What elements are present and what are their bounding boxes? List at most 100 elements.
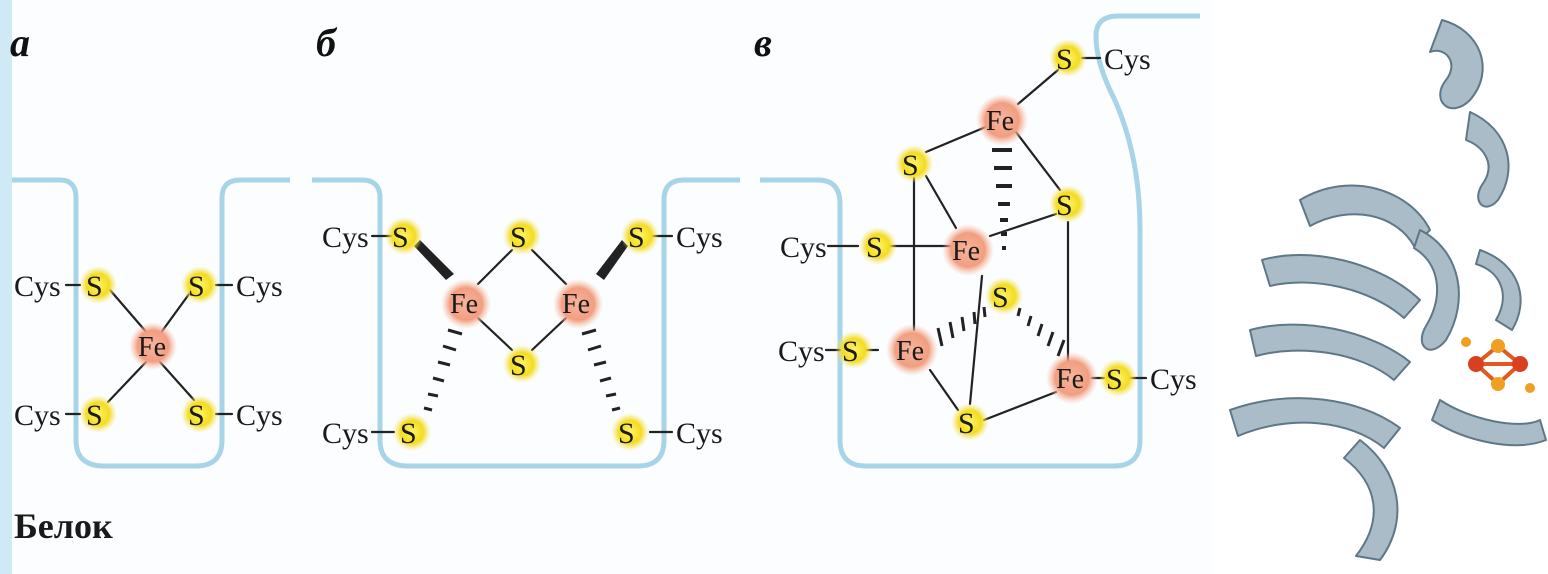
panel-letter-b: б — [316, 20, 338, 65]
sulfur-atom — [835, 331, 873, 369]
fe-label: Fe — [138, 332, 166, 363]
cys-label: Cys — [14, 270, 61, 303]
ribbon-helix — [1429, 19, 1484, 110]
sulfur-atom — [79, 395, 117, 433]
iron-atom — [553, 279, 603, 329]
s-label: S — [958, 407, 975, 440]
fe-label: Fe — [952, 236, 980, 267]
s-label: S — [1056, 189, 1073, 222]
fe-label: Fe — [1056, 364, 1084, 395]
cluster-sulfur — [1491, 377, 1505, 391]
cluster-sulfur — [1461, 337, 1471, 347]
s-label: S — [510, 221, 527, 254]
iron-atom — [1046, 352, 1098, 404]
pocket-a — [12, 177, 290, 469]
s-label: S — [618, 417, 635, 450]
iron-atom — [942, 224, 994, 276]
cys-label: Cys — [780, 231, 827, 264]
bond — [928, 368, 960, 412]
iron-atom — [886, 324, 938, 376]
cys-label: Cys — [236, 270, 283, 303]
fe-label: Fe — [896, 336, 924, 367]
sulfur-atom — [621, 217, 659, 255]
cys-label: Cys — [236, 399, 283, 432]
bond — [530, 248, 568, 286]
cys-label: Cys — [322, 221, 369, 254]
iron-atom — [441, 279, 491, 329]
s-label: S — [400, 417, 417, 450]
fe-label: Fe — [450, 289, 478, 320]
s-label: S — [392, 221, 409, 254]
wedge-bond — [414, 240, 454, 280]
hash-bond-right — [1016, 307, 1066, 357]
sulfur-atom — [181, 395, 219, 433]
sulfur-atom — [181, 266, 219, 304]
s-label: S — [86, 270, 103, 303]
ribbon-strand — [1229, 397, 1401, 449]
sulfur-atom — [611, 413, 649, 451]
sulfur-atom — [503, 217, 541, 255]
cys-label: Cys — [676, 221, 723, 254]
iron-sulfur-cluster — [1461, 337, 1535, 393]
ribbon-loop — [1431, 399, 1547, 447]
sulfur-atom — [79, 266, 117, 304]
sulfur-atom — [951, 403, 989, 441]
sulfur-atom — [1049, 185, 1087, 223]
left-strip — [0, 0, 12, 574]
s-label: S — [866, 231, 883, 264]
hash-bond-right — [581, 328, 621, 412]
s-label: S — [1106, 363, 1123, 396]
bond — [924, 174, 958, 230]
s-label: S — [992, 281, 1009, 314]
s-label: S — [1056, 43, 1073, 76]
hash-bond-left — [423, 328, 463, 412]
bond — [1014, 130, 1062, 192]
sulfur-atom — [503, 345, 541, 383]
cys-label: Cys — [322, 417, 369, 450]
panel-letter-a: а — [10, 20, 30, 65]
protein-ribbon-image — [1212, 0, 1548, 574]
panel-letter-c: в — [754, 20, 772, 65]
sulfur-atom — [1099, 359, 1137, 397]
cys-label: Cys — [1104, 43, 1151, 76]
cluster-sulfur — [1491, 339, 1505, 353]
ribbon-strand — [1261, 254, 1421, 319]
sulfur-atom — [1049, 39, 1087, 77]
hash-bond-left — [936, 306, 987, 347]
cluster-iron — [1468, 356, 1484, 372]
s-label: S — [188, 399, 205, 432]
s-label: S — [902, 149, 919, 182]
ribbon-helix — [1465, 111, 1510, 208]
sulfur-atom — [385, 217, 423, 255]
bond — [530, 316, 568, 352]
bond — [476, 316, 514, 352]
panel-a-structure: Cys S S Cys Fe Cys S S Cys Белок — [14, 266, 283, 546]
cys-label: Cys — [1150, 363, 1197, 396]
cluster-iron — [1512, 356, 1528, 372]
ribbon-helix — [1413, 229, 1460, 351]
s-label: S — [510, 349, 527, 382]
sulfur-atom — [895, 145, 933, 183]
cys-label: Cys — [676, 417, 723, 450]
ribbon-strand — [1343, 439, 1399, 561]
ribbon-helix — [1475, 249, 1522, 331]
wedge-bond — [596, 240, 628, 280]
s-label: S — [842, 335, 859, 368]
bond — [1016, 68, 1060, 106]
iron-atom — [129, 322, 177, 370]
sulfur-atom — [393, 413, 431, 451]
bond — [476, 248, 514, 286]
protein-caption: Белок — [14, 506, 113, 546]
s-label: S — [628, 221, 645, 254]
fe-label: Fe — [986, 106, 1014, 137]
sulfur-atom — [859, 227, 897, 265]
s-label: S — [188, 270, 205, 303]
iron-atom — [976, 94, 1028, 146]
bond — [982, 390, 1058, 422]
cys-label: Cys — [778, 335, 825, 368]
bond — [158, 360, 196, 402]
bond — [924, 124, 990, 154]
sulfur-atom — [985, 277, 1023, 315]
